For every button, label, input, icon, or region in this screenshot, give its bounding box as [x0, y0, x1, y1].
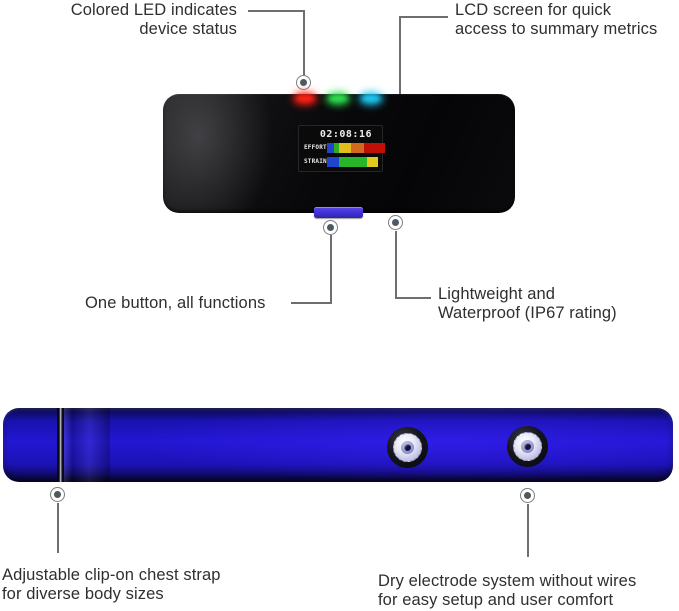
strain-label: STRAIN — [304, 158, 327, 165]
waterproof-connector-hline — [395, 297, 431, 299]
bar-segment — [367, 156, 378, 167]
lcd-time-display: 02:08:16 — [319, 129, 372, 140]
button-connector-vline — [330, 235, 332, 304]
electrode-marker-icon — [520, 488, 535, 503]
electrode-pin-icon — [524, 443, 531, 450]
dry-electrode-snap-right — [507, 426, 548, 467]
chest-strap — [3, 408, 673, 482]
electrode-marker-dot-icon — [524, 492, 531, 499]
bar-segment — [351, 142, 364, 153]
lcd-connector-hline — [399, 16, 448, 18]
callout-led-line1: Colored LED indicates — [70, 1, 237, 19]
strap-marker-icon — [50, 487, 65, 502]
led-connector-hline — [248, 10, 305, 12]
callout-waterproof-line1: Lightweight and — [438, 285, 556, 303]
electrode-ring-icon — [513, 432, 542, 461]
callout-electrode: Dry electrode system without wires for e… — [378, 572, 678, 610]
callout-electrode-line2: for easy setup and user comfort — [378, 591, 614, 609]
bar-segment — [364, 142, 385, 153]
bar-segment — [327, 156, 339, 167]
lcd-connector-vline — [399, 16, 401, 94]
sensor-pod-device: 02:08:16 EFFORT STRAIN — [163, 94, 515, 213]
callout-led: Colored LED indicates device status — [40, 1, 237, 39]
callout-lcd-line2: access to summary metrics — [455, 20, 658, 38]
callout-lcd: LCD screen for quick access to summary m… — [455, 1, 675, 39]
effort-row: EFFORT — [304, 142, 385, 153]
red-status-led-icon — [296, 95, 314, 102]
waterproof-connector-vline — [395, 231, 397, 299]
strap-marker-dot-icon — [54, 491, 61, 498]
electrode-connector-vline — [527, 504, 529, 557]
led-connector-vline — [303, 10, 305, 75]
callout-strap: Adjustable clip-on chest strap for diver… — [2, 566, 262, 604]
electrode-pin-icon — [404, 444, 411, 451]
callout-button-line1: One button, all functions — [85, 294, 266, 312]
callout-strap-line1: Adjustable clip-on chest strap — [2, 566, 221, 584]
strap-clip-divider — [57, 408, 64, 482]
strap-connector-vline — [57, 503, 59, 553]
electrode-center-icon — [521, 440, 534, 453]
green-status-led-icon — [329, 95, 347, 102]
callout-waterproof-line2: Waterproof (IP67 rating) — [438, 304, 617, 322]
bar-segment — [334, 142, 339, 153]
device-main-button[interactable] — [314, 207, 363, 218]
bar-segment — [339, 156, 367, 167]
electrode-center-icon — [401, 441, 414, 454]
waterproof-marker-icon — [388, 215, 403, 230]
strap-clip-seam — [64, 408, 110, 482]
electrode-ring-icon — [393, 433, 422, 462]
waterproof-marker-dot-icon — [392, 219, 399, 226]
callout-strap-line2: for diverse body sizes — [2, 585, 164, 603]
callout-electrode-line1: Dry electrode system without wires — [378, 572, 637, 590]
effort-bar — [327, 142, 385, 153]
led-marker-icon — [296, 75, 311, 90]
callout-lcd-line1: LCD screen for quick — [455, 1, 612, 19]
callout-button: One button, all functions — [85, 294, 295, 313]
bar-segment — [339, 142, 351, 153]
callout-led-line2: device status — [139, 20, 237, 38]
strain-bar — [327, 156, 378, 167]
effort-label: EFFORT — [304, 144, 327, 151]
strain-row: STRAIN — [304, 156, 378, 167]
button-connector-hline — [291, 302, 332, 304]
bar-segment — [327, 142, 334, 153]
callout-waterproof: Lightweight and Waterproof (IP67 rating) — [438, 285, 658, 323]
lcd-screen: 02:08:16 EFFORT STRAIN — [298, 125, 385, 172]
button-marker-dot-icon — [327, 224, 334, 231]
led-marker-dot-icon — [300, 79, 307, 86]
dry-electrode-snap-left — [387, 427, 428, 468]
button-marker-icon — [323, 220, 338, 235]
blue-status-led-icon — [362, 95, 380, 102]
